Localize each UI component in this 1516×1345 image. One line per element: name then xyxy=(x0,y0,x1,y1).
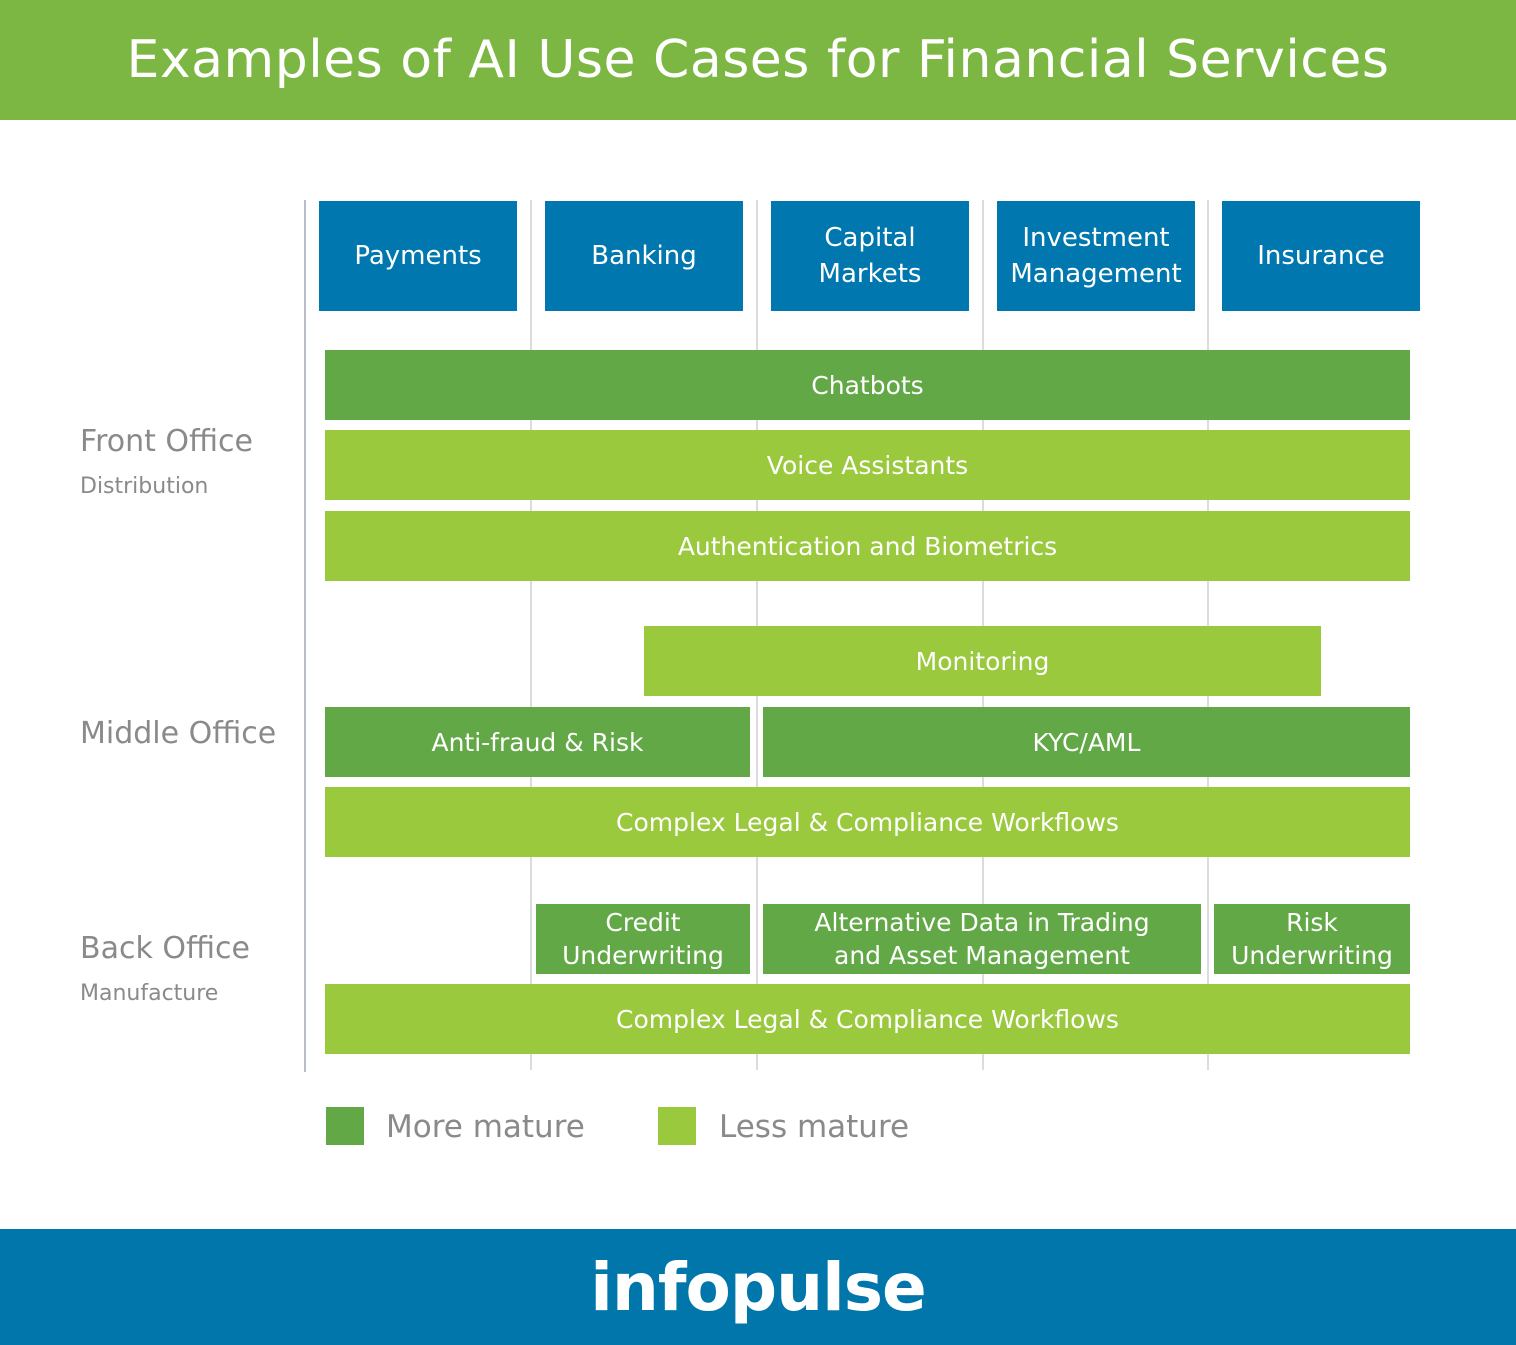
column-header-banking: Banking xyxy=(545,201,743,311)
use-case-risk-underwriting: Risk Underwriting xyxy=(1214,904,1410,974)
row-label-front-office: Front Office xyxy=(80,424,253,459)
legend-label-more-mature: More mature xyxy=(386,1109,585,1145)
use-case-authentication-biometrics: Authentication and Biometrics xyxy=(325,511,1410,581)
legend-swatch-less-mature xyxy=(658,1107,696,1145)
row-sublabel-distribution: Distribution xyxy=(80,474,209,499)
column-header-investment-management: Investment Management xyxy=(997,201,1195,311)
use-case-credit-underwriting: Credit Underwriting xyxy=(536,904,750,974)
footer-banner: infopulse xyxy=(0,1229,1516,1345)
row-axis-line xyxy=(304,200,306,1072)
legend-label-less-mature: Less mature xyxy=(719,1109,910,1145)
use-case-monitoring: Monitoring xyxy=(644,626,1321,696)
page-title: Examples of AI Use Cases for Financial S… xyxy=(126,30,1390,90)
row-label-back-office: Back Office xyxy=(80,931,250,966)
use-case-kyc-aml: KYC/AML xyxy=(763,707,1410,777)
brand-logo: infopulse xyxy=(590,1248,927,1326)
row-label-middle-office: Middle Office xyxy=(80,716,277,751)
row-sublabel-manufacture: Manufacture xyxy=(80,981,219,1006)
column-header-capital-markets: Capital Markets xyxy=(771,201,969,311)
use-case-chatbots: Chatbots xyxy=(325,350,1410,420)
title-banner: Examples of AI Use Cases for Financial S… xyxy=(0,0,1516,120)
column-divider xyxy=(530,200,532,1070)
use-case-alternative-data: Alternative Data in Trading and Asset Ma… xyxy=(763,904,1201,974)
column-header-insurance: Insurance xyxy=(1222,201,1420,311)
use-case-voice-assistants: Voice Assistants xyxy=(325,430,1410,500)
use-case-legal-compliance-back: Complex Legal & Compliance Workflows xyxy=(325,984,1410,1054)
column-header-payments: Payments xyxy=(319,201,517,311)
use-case-legal-compliance-middle: Complex Legal & Compliance Workflows xyxy=(325,787,1410,857)
legend-swatch-more-mature xyxy=(326,1107,364,1145)
use-case-anti-fraud-risk: Anti-fraud & Risk xyxy=(325,707,750,777)
